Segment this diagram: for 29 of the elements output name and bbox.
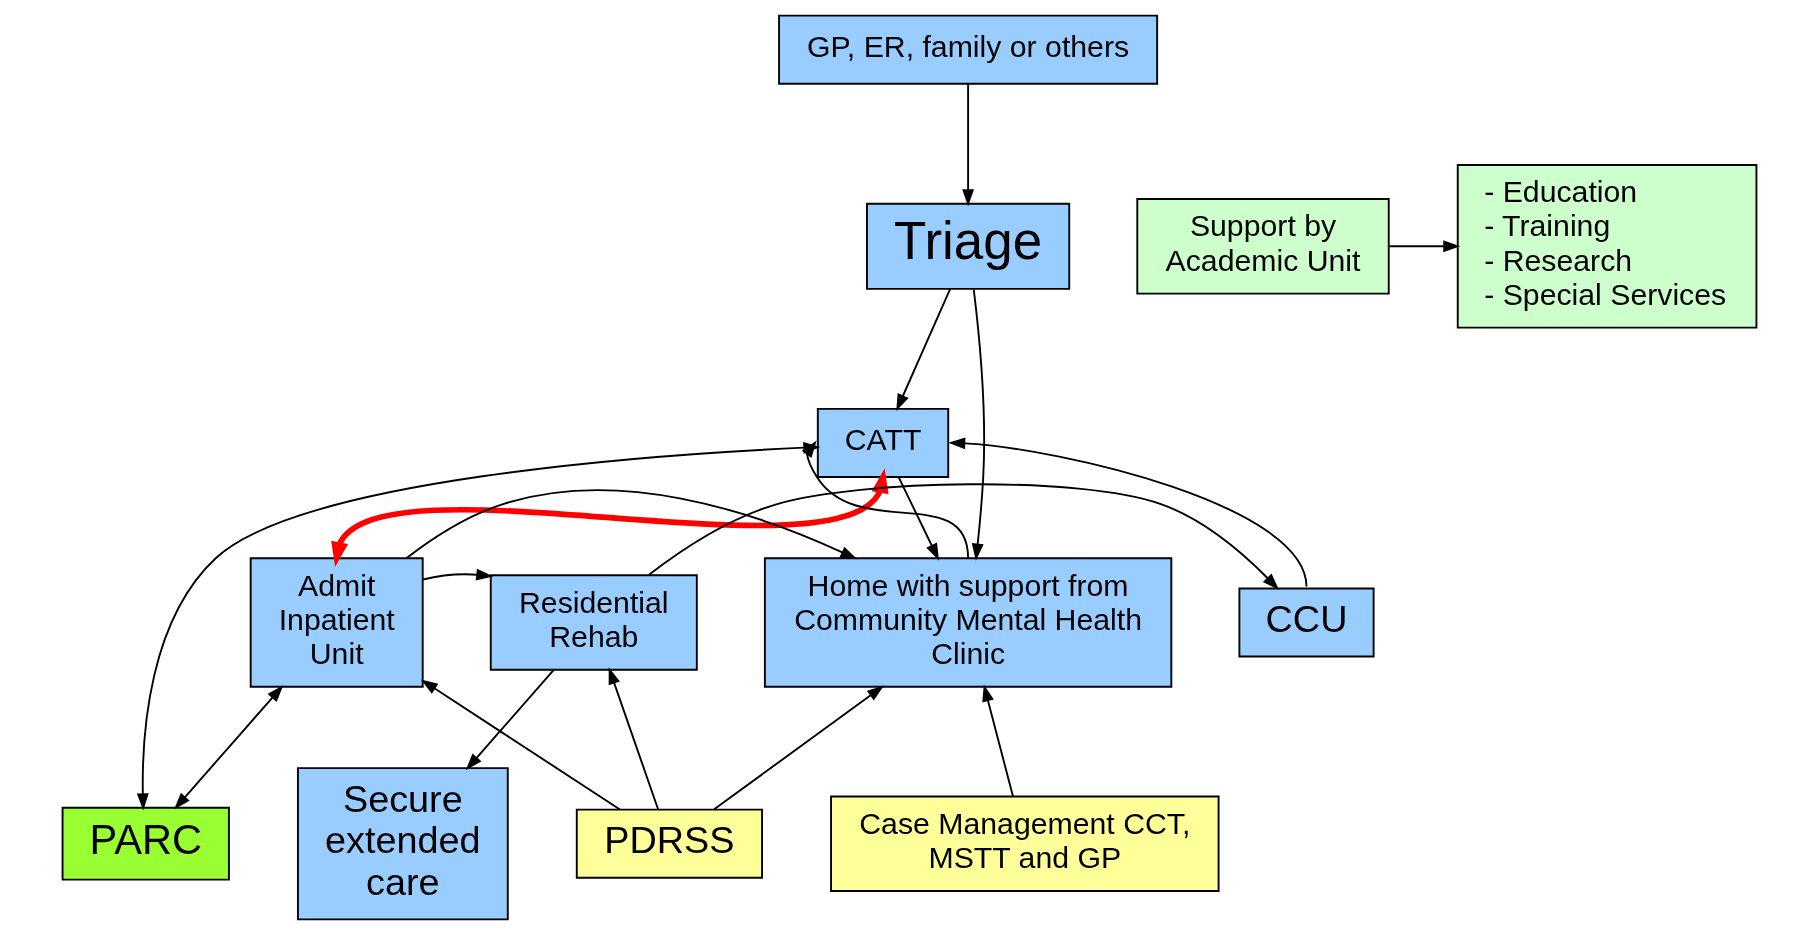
node-box: Triage (865, 202, 1070, 290)
arrow (421, 568, 493, 581)
arrow (971, 288, 985, 561)
node-box: Support by Academic Unit (1135, 198, 1390, 295)
arrow (961, 83, 974, 207)
node-box: Residential Rehab (489, 574, 698, 671)
arrow (405, 489, 857, 560)
node-box: GP, ER, family or others (777, 14, 1158, 85)
arrow (895, 288, 951, 412)
arrow (647, 483, 1279, 590)
node-box: Admit Inpatient Unit (249, 557, 424, 688)
arrow (608, 667, 659, 810)
arrow (712, 685, 884, 811)
node-box: CATT (816, 407, 949, 478)
node-box: - Education - Training - Research - Special Services (1456, 164, 1757, 329)
arrow (981, 684, 1014, 798)
node-box: PARC (61, 806, 230, 881)
node-box: Secure extended care (296, 767, 509, 921)
arrow (465, 669, 555, 771)
arrow (947, 437, 1307, 588)
arrow (897, 476, 939, 561)
node-box: CCU (1237, 587, 1375, 658)
arrow (420, 679, 621, 811)
arrow (173, 685, 283, 810)
node-box: PDRSS (575, 808, 763, 879)
node-box: Home with support from Community Mental Health Clinic (763, 557, 1172, 688)
arrow (1387, 240, 1460, 253)
arrow (330, 468, 889, 567)
node-box: Case Management CCT, MSTT and GP (829, 795, 1220, 892)
